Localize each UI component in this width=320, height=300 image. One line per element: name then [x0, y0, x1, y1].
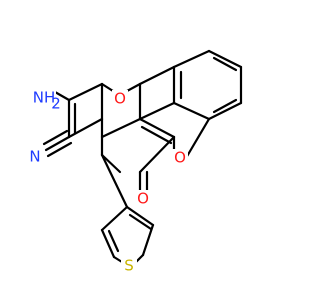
bond — [100, 153, 129, 209]
sulfur-text: S — [124, 257, 134, 275]
bond — [138, 65, 176, 86]
bond — [141, 223, 155, 257]
bond — [128, 213, 153, 231]
bond — [46, 141, 73, 158]
bond — [100, 82, 115, 93]
bond — [125, 205, 155, 227]
bond — [100, 117, 142, 139]
bond — [138, 135, 176, 174]
bond — [53, 90, 71, 102]
bond — [100, 228, 116, 259]
bond — [212, 56, 238, 72]
amine-subscript: 2 — [51, 95, 61, 113]
bond — [138, 117, 176, 139]
bond — [125, 82, 142, 93]
bond-set — [42, 49, 243, 264]
bond — [100, 205, 129, 232]
bond — [134, 253, 145, 264]
carbonyl-oxygen-text: O — [137, 190, 149, 208]
bond — [212, 98, 238, 114]
bond — [112, 255, 124, 264]
bond — [172, 101, 211, 121]
bond — [140, 125, 173, 145]
bond — [100, 153, 122, 174]
pyran-oxygen-label: O — [112, 90, 128, 108]
nitrile-nitrogen-text: N — [29, 148, 40, 166]
amine-text: NH — [33, 89, 56, 107]
lactone-oxygen-label: O — [172, 149, 188, 167]
bond — [138, 101, 176, 121]
bond — [207, 49, 243, 69]
carbonyl-oxygen-label: O — [135, 190, 151, 208]
bond — [42, 129, 69, 146]
bond — [172, 49, 211, 69]
bond — [44, 135, 71, 152]
pyran-oxygen-text: O — [114, 90, 126, 108]
bond — [107, 229, 120, 253]
lactone-oxygen-text: O — [174, 149, 186, 167]
bond — [67, 117, 104, 139]
nitrile-nitrogen-label: N — [27, 148, 43, 166]
atom-label-set: NH 2 O O O N S — [27, 89, 188, 275]
bond — [207, 101, 243, 121]
bond — [184, 117, 211, 160]
chemical-structure-diagram: NH 2 O O O N S — [27, 49, 243, 275]
sulfur-label: S — [121, 257, 137, 275]
amine-label: NH 2 — [32, 89, 61, 113]
bond — [67, 82, 104, 102]
